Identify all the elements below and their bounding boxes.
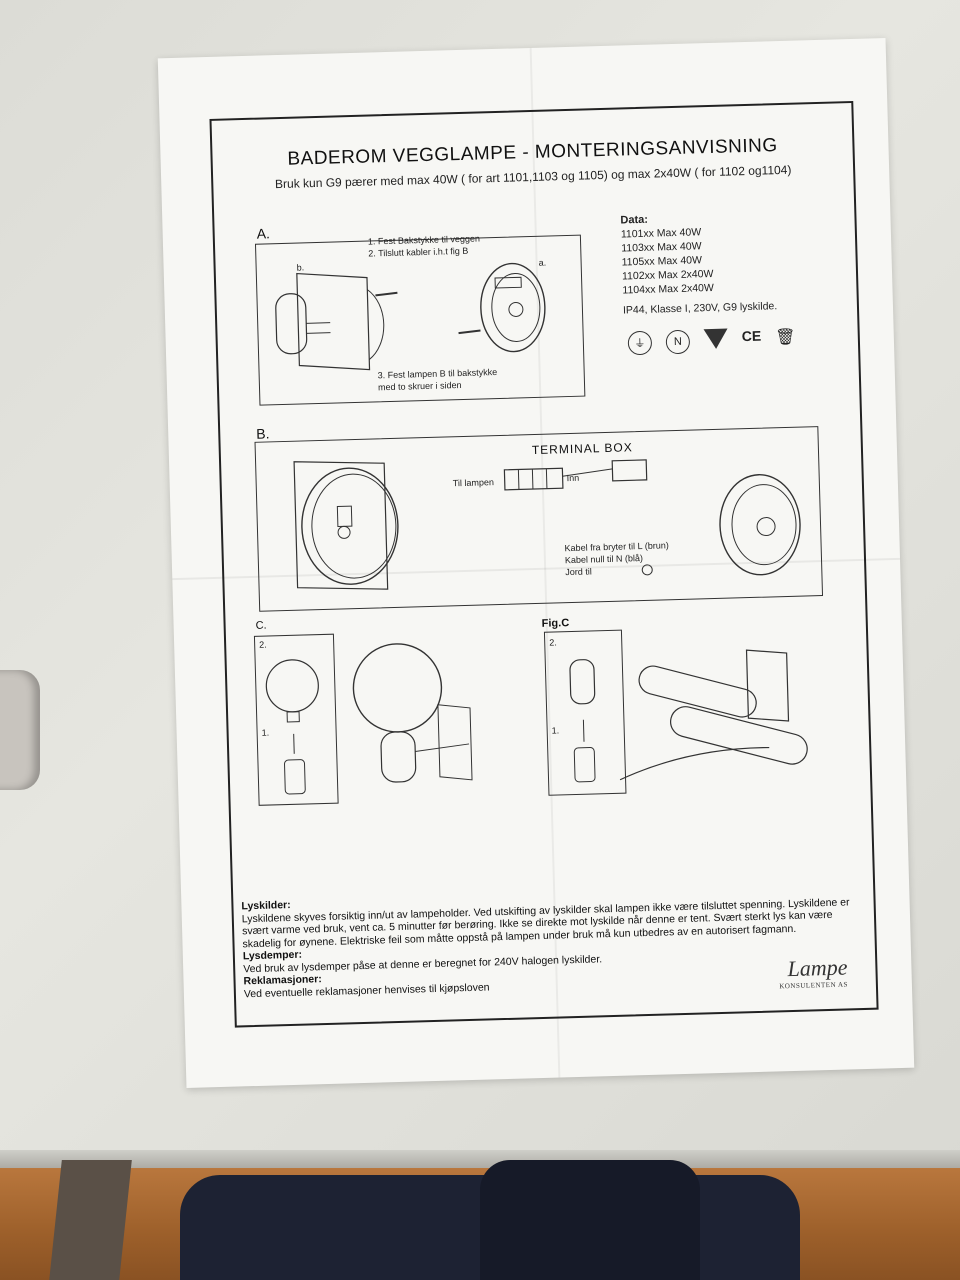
data-row: 1104xx Max 2x40W [622, 281, 714, 297]
logo-name: Lampe [787, 954, 848, 982]
fig-c-label: Fig.C [541, 617, 570, 630]
table-edge [0, 1150, 960, 1170]
company-logo: Lampe KONSULENTEN AS [778, 954, 848, 990]
globe-lamp-drawing [352, 643, 473, 783]
double-lamp-drawing [619, 649, 808, 781]
bulb-change-panel-1: 2. 1. [253, 633, 339, 806]
lamp-mount-drawing [275, 262, 546, 371]
section-c-label: C. [255, 619, 267, 632]
instruction-sheet: BADEROM VEGGLAMPE - MONTERINGSANVISNING … [157, 38, 915, 1088]
section-b-panel: TERMINAL BOX Til lampen Inn Kabel fra br… [254, 426, 824, 612]
section-a-panel: 1. Fest Bakstykke til veggen 2. Tilslutt… [254, 233, 586, 406]
bulb-change-panel-2: 2. 1. [543, 629, 627, 796]
f-mark-icon [703, 328, 729, 350]
certification-symbols: ⏚ N CE 🗑 [627, 327, 796, 356]
ground-icon: ⏚ [627, 330, 653, 356]
tube-bulb-drawing [569, 659, 596, 783]
ce-icon: CE [741, 327, 762, 345]
data-spec: IP44, Klasse I, 230V, G9 lyskilde. [622, 300, 778, 317]
table-leg [48, 1160, 132, 1280]
globe-bulb-drawing [265, 659, 319, 795]
sheet-frame: BADEROM VEGGLAMPE - MONTERINGSANVISNING … [209, 100, 879, 1028]
n-mark-icon: N [665, 329, 691, 355]
section-b-label: B. [256, 425, 270, 442]
wiring-drawing [293, 459, 801, 590]
data-block: Data: 1101xx Max 40W 1103xx Max 40W 1105… [620, 209, 777, 317]
logo-sub: KONSULENTEN AS [779, 980, 849, 991]
weee-bin-icon: 🗑 [775, 328, 796, 347]
box-corner [0, 670, 40, 790]
person-legs-shadow [480, 1160, 700, 1280]
section-a-label: A. [256, 225, 271, 242]
instructions-text: Lyskilder: Lyskildene skyves forsiktig i… [241, 883, 864, 1000]
